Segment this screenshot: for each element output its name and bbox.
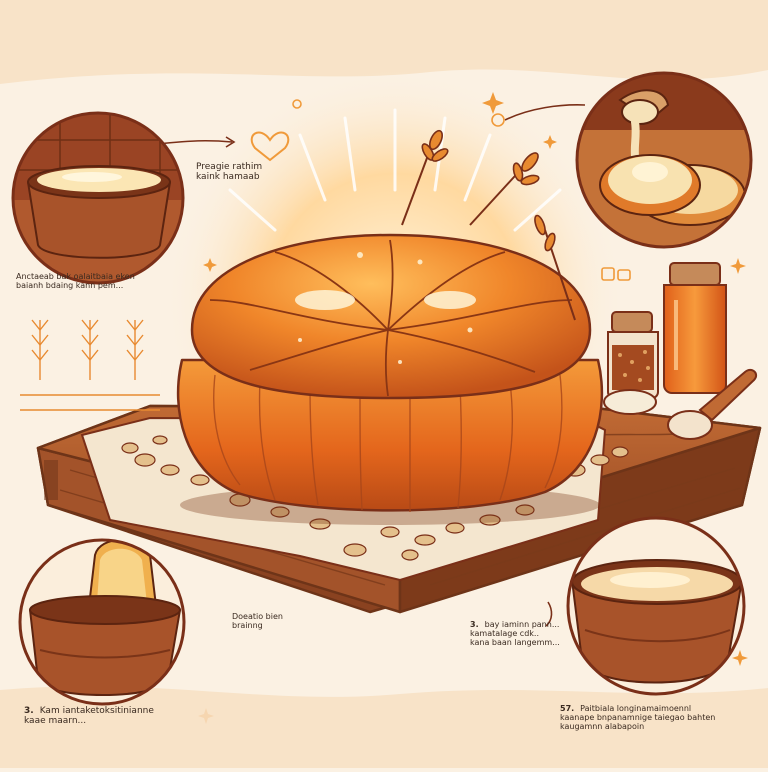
label-bottom-right-text: Paitbiala longinamaimoennl kaanape bnpan… (560, 704, 716, 732)
dome-bread (176, 233, 604, 525)
label-bottom-left-text: Kam iantaketoksitinianne kaae maarn... (24, 706, 154, 727)
label-right-mid: 3.bay iaminn pann... kamatalage cdk.. ka… (470, 620, 560, 648)
label-bottom-right-number: 57. (560, 704, 575, 713)
bread-in-bowl-vignette (18, 538, 186, 706)
label-bottom-left: 3.Kam iantaketoksitinianne kaae maarn... (24, 706, 154, 727)
wheat-stalk-icon (401, 129, 576, 321)
label-mid-bottom: Doeatio bien brainng (232, 612, 283, 631)
wheat-field-icon (20, 319, 160, 411)
label-right-mid-number: 3. (470, 620, 479, 629)
ornament-icon (292, 99, 631, 281)
sparkle-icon (198, 92, 748, 724)
spice-jar-icon (607, 311, 659, 399)
flour-bowl-vignette (566, 516, 746, 696)
nut-slices (121, 435, 629, 561)
heart-icon (250, 131, 290, 162)
label-left-mid: Anctaeab bak oalaitbaia eken baianh bdai… (16, 272, 135, 291)
wooden-spoon-icon (603, 368, 758, 440)
label-top-center: Preagie rathim kaink hamaab (196, 162, 263, 183)
label-bottom-right: 57.Paitbiala longinamaimoennl kaanape bn… (560, 704, 715, 732)
label-right-mid-text: bay iaminn pann... kamatalage cdk.. kana… (470, 620, 560, 648)
label-bottom-left-number: 3. (24, 706, 34, 716)
honey-jar-icon (663, 262, 727, 394)
